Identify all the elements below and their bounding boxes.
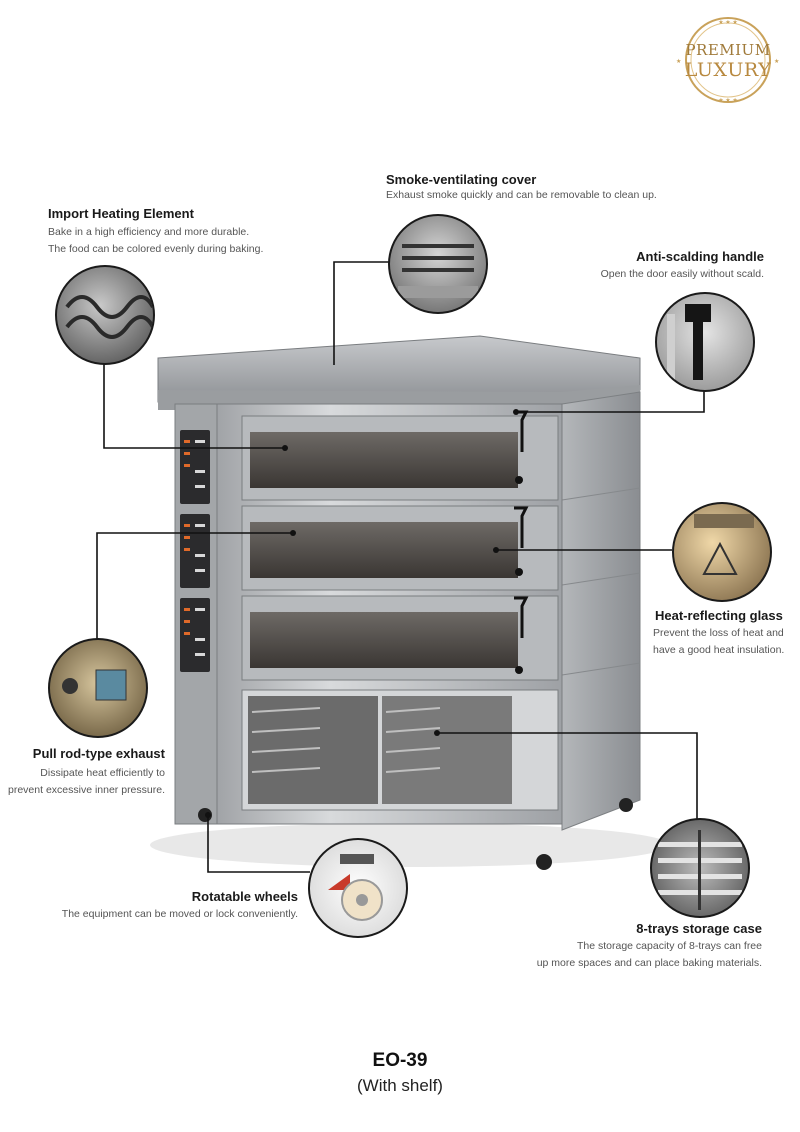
- trays-title: 8-trays storage case: [636, 921, 762, 936]
- glass-detail-image: [672, 502, 772, 602]
- glass-title: Heat-reflecting glass: [655, 608, 783, 623]
- glass-desc-line: have a good heat insulation.: [653, 644, 785, 656]
- glass-desc-line: Prevent the loss of heat and: [653, 627, 784, 639]
- glass-desc: Prevent the loss of heat and have a good…: [653, 625, 784, 659]
- trays-desc-line: up more spaces and can place baking mate…: [536, 957, 762, 969]
- wheels-desc: The equipment can be moved or lock conve…: [62, 906, 298, 923]
- svg-text:★ ★ ★: ★ ★ ★: [718, 97, 737, 104]
- heating-element-title: Import Heating Element: [48, 206, 194, 221]
- svg-text:★: ★: [676, 58, 681, 65]
- handle-detail-image: [655, 292, 755, 392]
- exhaust-desc-line: prevent excessive inner pressure.: [8, 784, 165, 796]
- exhaust-desc-line: Dissipate heat efficiently to: [40, 767, 165, 779]
- trays-detail-image: [650, 818, 750, 918]
- smoke-cover-detail-image: [388, 214, 488, 314]
- handle-title: Anti-scalding handle: [636, 249, 764, 264]
- smoke-cover-title: Smoke-ventilating cover: [386, 172, 537, 187]
- trays-desc: The storage capacity of 8-trays can free…: [537, 938, 762, 972]
- smoke-cover-desc-line: Exhaust smoke quickly and can be removab…: [386, 189, 657, 201]
- heating-element-desc-line: Bake in a high efficiency and more durab…: [48, 226, 250, 238]
- svg-text:★: ★: [774, 58, 779, 65]
- badge-line2: LUXURY: [684, 59, 772, 81]
- handle-desc: Open the door easily without scald.: [601, 266, 764, 283]
- exhaust-detail-image: [48, 638, 148, 738]
- heating-element-desc: Bake in a high efficiency and more durab…: [48, 224, 263, 258]
- heating-element-desc-line: The food can be colored evenly during ba…: [48, 243, 264, 255]
- wheels-desc-line: The equipment can be moved or lock conve…: [61, 908, 298, 920]
- badge-line1: PREMIUM: [685, 41, 771, 59]
- smoke-cover-desc: Exhaust smoke quickly and can be removab…: [386, 187, 657, 204]
- badge-graphic: ★ ★ ★ ★ ★ ★ ★ ★: [676, 17, 779, 104]
- model-variant: (With shelf): [357, 1076, 443, 1095]
- model-name: EO-39: [372, 1050, 428, 1071]
- premium-luxury-badge: ★ ★ ★ ★ ★ ★ ★ ★ PREMIUM LUXURY: [668, 14, 788, 106]
- wheels-detail-image: [308, 838, 408, 938]
- handle-desc-line: Open the door easily without scald.: [600, 268, 764, 280]
- exhaust-title: Pull rod-type exhaust: [32, 746, 165, 761]
- heating-element-detail-image: [55, 265, 155, 365]
- wheels-title: Rotatable wheels: [191, 889, 298, 904]
- exhaust-desc: Dissipate heat efficiently to prevent ex…: [8, 765, 165, 799]
- trays-desc-line: The storage capacity of 8-trays can free: [576, 940, 762, 952]
- svg-text:★ ★ ★: ★ ★ ★: [718, 19, 737, 26]
